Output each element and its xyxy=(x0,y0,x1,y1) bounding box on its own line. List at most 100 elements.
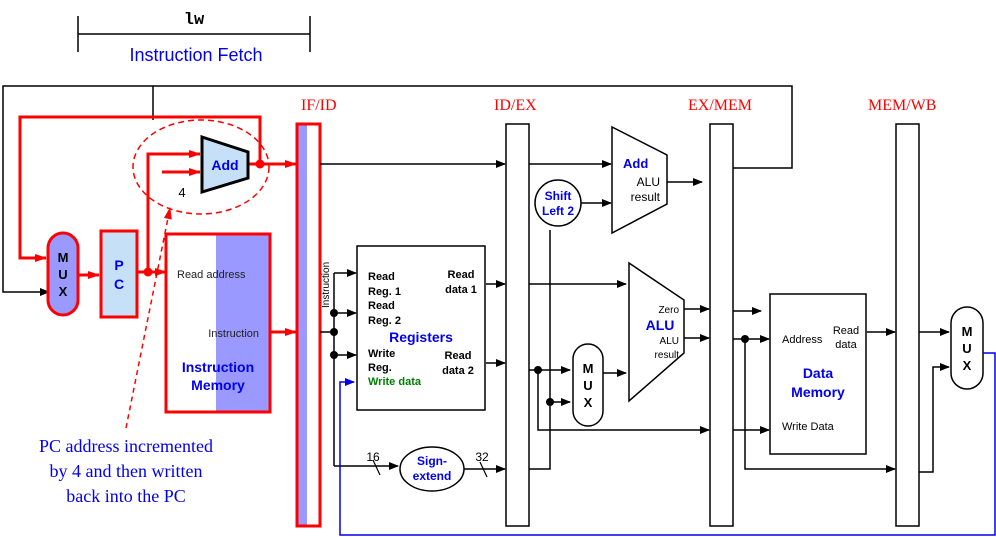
mem-wb-register xyxy=(895,123,920,527)
mux-letter: U xyxy=(962,341,971,356)
alu-result-label1: ALU xyxy=(660,336,679,347)
id-stage-wires: Instruction xyxy=(320,160,506,478)
alu-title: ALU xyxy=(646,317,675,333)
dmem-read-data-label2: data xyxy=(835,339,857,351)
alu-body xyxy=(628,261,685,403)
writeback-wire xyxy=(339,352,996,536)
shift-left-2: Shift Left 2 xyxy=(534,179,582,227)
bus-width-32: 32 xyxy=(475,450,489,464)
alu-result-bypass-wire xyxy=(744,339,896,473)
annotation-line1: PC address incremented xyxy=(39,436,213,456)
wb-mux-body xyxy=(950,306,984,390)
read-reg2-label-b: Reg. 2 xyxy=(368,315,401,327)
register-file: Read Reg. 1 Read Reg. 2 Write Reg. Read … xyxy=(356,245,486,411)
alu-mux-body xyxy=(572,343,604,427)
read-reg2-label-a: Read xyxy=(368,300,395,312)
instruction-name: lw xyxy=(184,11,205,30)
annotation-pointer xyxy=(125,207,172,429)
branch-adder-line1: ALU xyxy=(637,175,660,189)
junction-dot xyxy=(546,398,554,406)
wb-mux: M U X xyxy=(950,306,984,390)
if-active-paths xyxy=(18,115,297,336)
read-data2-label-b: data 2 xyxy=(442,365,474,377)
annotation-line2: by 4 and then written xyxy=(50,461,203,481)
instruction-memory: Read address Instruction Instruction Mem… xyxy=(164,232,272,414)
bus-width-16: 16 xyxy=(366,450,380,464)
dmem-address-label: Address xyxy=(782,334,823,346)
ex-mem-label: EX/MEM xyxy=(688,97,752,114)
pc-register: P C xyxy=(99,229,139,319)
annotation: PC address incremented by 4 and then wri… xyxy=(39,436,213,506)
constant-four-label: 4 xyxy=(178,185,185,200)
data-memory: Address Read data Data Memory Write Data xyxy=(769,293,867,455)
id-ex-label: ID/EX xyxy=(494,97,537,114)
ex-stage-wires xyxy=(529,160,710,470)
if-id-border xyxy=(295,122,322,528)
imem-title-line1: Instruction xyxy=(182,359,254,375)
shift-left-line2: Left 2 xyxy=(542,204,574,218)
dmem-title-line1: Data xyxy=(803,365,834,381)
branch-adder: Add ALU result xyxy=(611,125,668,235)
data-memory-body xyxy=(769,293,867,455)
wb-mux-input2-wire xyxy=(919,363,950,473)
pc-mux-body xyxy=(46,231,80,317)
mux-letter: U xyxy=(583,378,592,393)
pc-letter: P xyxy=(114,257,123,273)
mux-letter: X xyxy=(584,395,593,410)
mux-letter: X xyxy=(59,284,68,299)
if-id-register xyxy=(295,122,322,528)
junction-dot xyxy=(330,309,338,317)
read-reg1-label-b: Reg. 1 xyxy=(368,286,401,298)
alu: Zero ALU ALU result xyxy=(628,261,685,403)
read-data1-label-a: Read xyxy=(448,269,475,281)
adder-highlight-ellipse xyxy=(132,119,270,215)
junction-dot xyxy=(330,328,338,336)
bus-width-slash-16 xyxy=(372,459,381,476)
pc-adder-label: Add xyxy=(211,157,238,173)
branch-adder-line2: result xyxy=(631,190,661,204)
read-data2-forward-wire xyxy=(537,370,710,434)
mem-wb-label: MEM/WB xyxy=(868,97,936,114)
sign-extend-line1: Sign- xyxy=(417,454,447,468)
sign-extend-body xyxy=(399,446,465,492)
sign-extend-unit: Sign- extend 16 32 xyxy=(366,446,489,492)
sign-extend-line2: extend xyxy=(413,469,452,483)
instruction-bus-label: Instruction xyxy=(321,262,332,308)
write-reg-label-a: Write xyxy=(368,348,395,360)
pc-mux: M U X xyxy=(46,231,80,317)
alu-result-label2: result xyxy=(655,350,680,361)
dmem-title-line2: Memory xyxy=(791,384,845,400)
if-id-shaded xyxy=(297,124,307,526)
junction-dot xyxy=(143,267,153,277)
junction-dot xyxy=(330,351,338,359)
read-data2-label-a: Read xyxy=(445,350,472,362)
alu-zero-label: Zero xyxy=(658,305,679,316)
imem-title-line2: Memory xyxy=(191,377,245,393)
pc-to-adder-wire xyxy=(146,150,201,272)
write-reg-label-b: Reg. xyxy=(368,362,392,374)
branch-adder-body xyxy=(611,125,668,235)
shift-left-body xyxy=(534,179,582,227)
shift-left-line1: Shift xyxy=(545,189,572,203)
pc-letter: C xyxy=(114,276,124,292)
registers-title: Registers xyxy=(389,329,453,345)
mux-letter: X xyxy=(963,358,972,373)
read-data1-label-b: data 1 xyxy=(445,284,477,296)
dmem-read-data-label1: Read xyxy=(833,325,859,337)
immediate-to-shift-wire xyxy=(529,230,551,470)
mux-letter: U xyxy=(58,267,67,282)
imem-read-address-label: Read address xyxy=(177,269,246,281)
bus-width-slash-32 xyxy=(479,461,488,478)
pc-body xyxy=(99,229,139,319)
junction-dot xyxy=(255,159,265,169)
if-id-label: IF/ID xyxy=(301,97,337,114)
branch-target-wire-top xyxy=(153,85,793,169)
annotation-line3: back into the PC xyxy=(66,486,186,506)
mux-letter: M xyxy=(58,250,69,265)
write-data-label: Write data xyxy=(368,376,422,388)
imem-border xyxy=(164,232,272,414)
branch-target-feedback-wire xyxy=(2,85,154,296)
imem-shaded-half xyxy=(216,234,270,412)
